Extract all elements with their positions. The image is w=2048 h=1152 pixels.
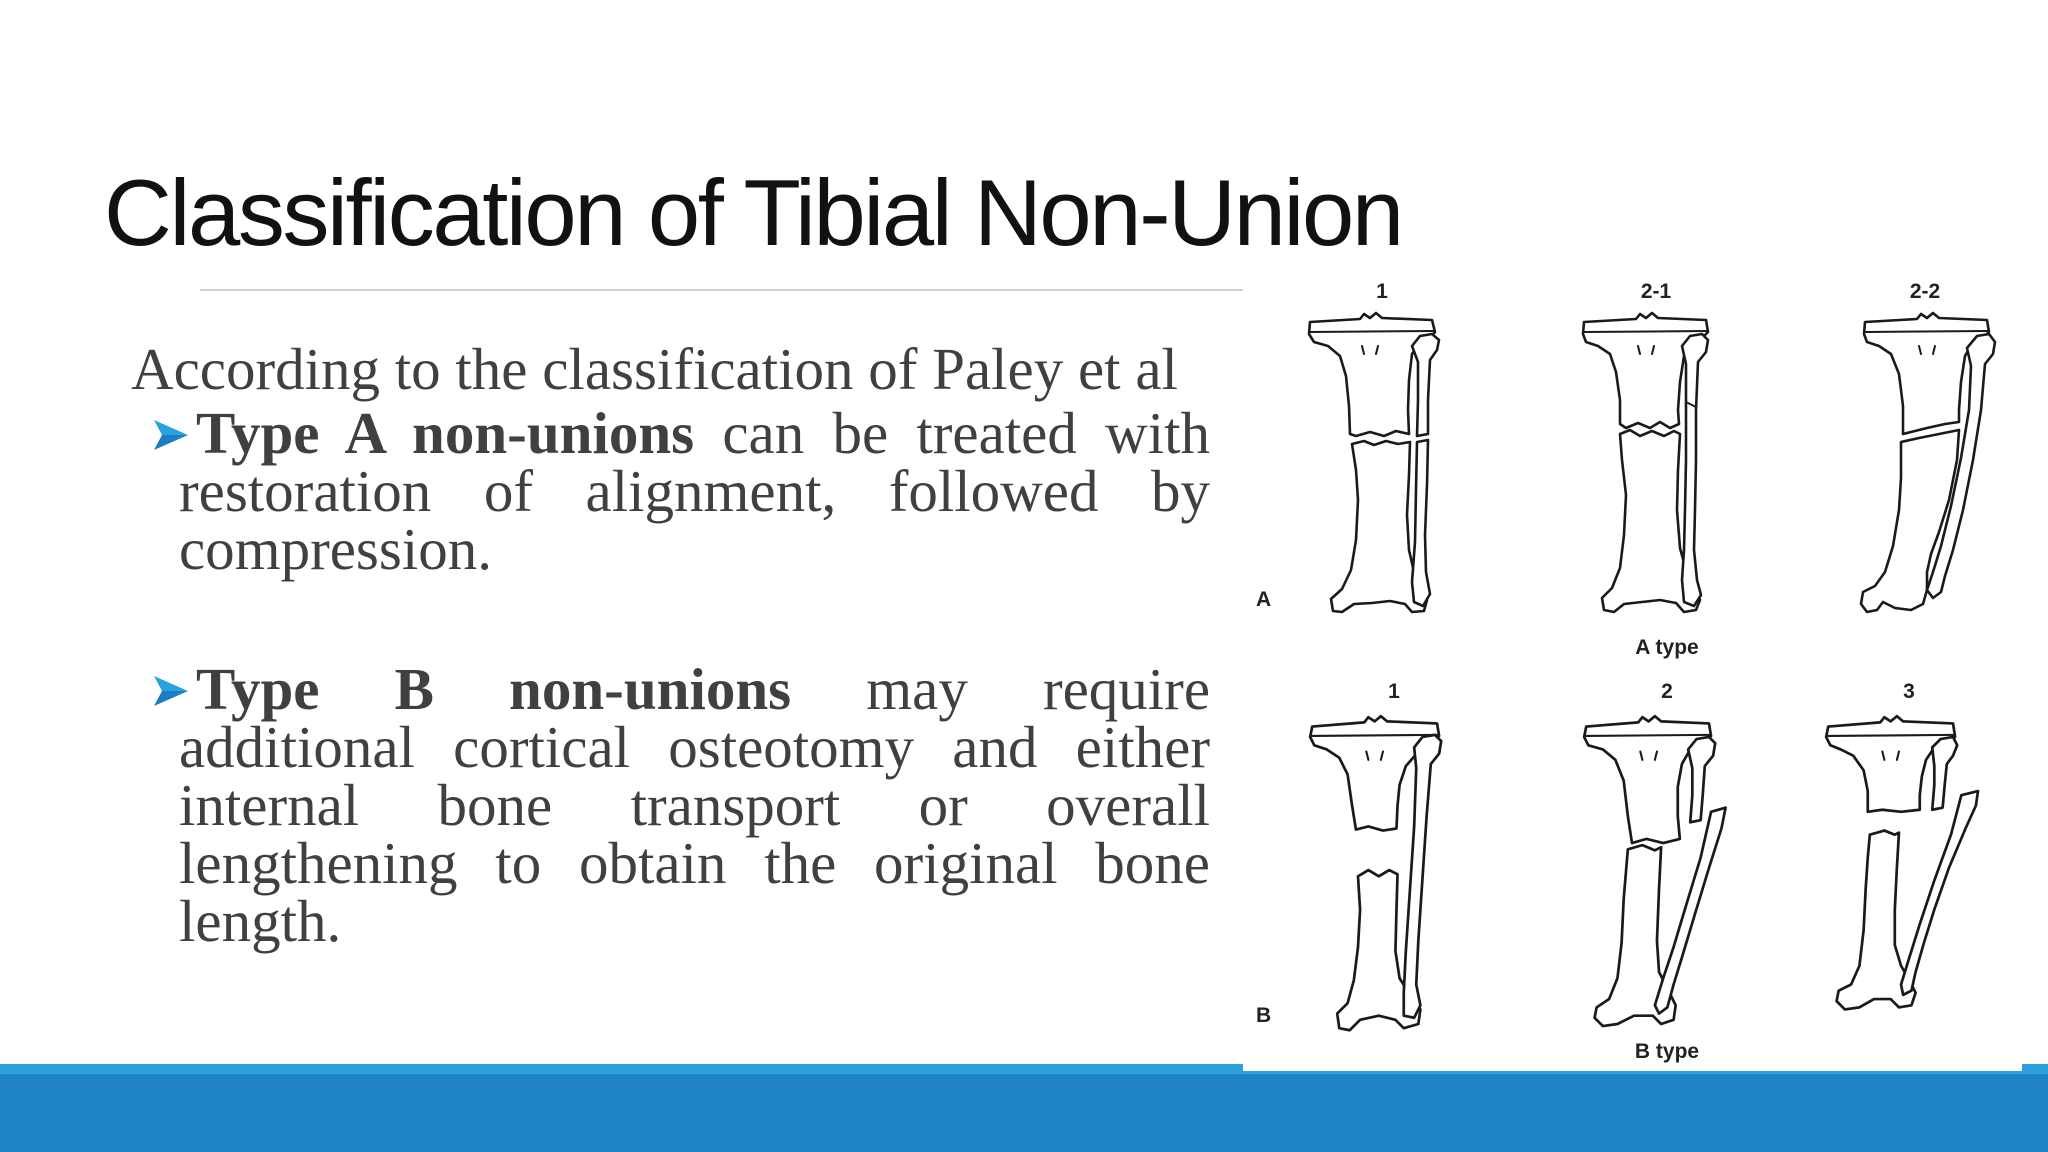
- tibia-proximal-fragment: [1308, 714, 1441, 832]
- footer-bar: [0, 1074, 2048, 1152]
- tibia-distal-fragment: [1600, 428, 1702, 614]
- fibula-proximal: [1686, 735, 1717, 824]
- tibia-proximal-fragment: [1582, 714, 1713, 845]
- intro-text: According to the classification of Paley…: [131, 336, 1178, 402]
- tibia-drawing-a-1: [1307, 311, 1441, 614]
- bullet-text: may require additional cortical osteotom…: [179, 656, 1211, 954]
- tibia-distal-fragment: [1859, 428, 1961, 614]
- tibia-proximal-fragment: [1824, 714, 1957, 814]
- tibia-distal-fragment: [1329, 439, 1429, 614]
- arrow-bullet-icon: [154, 420, 188, 450]
- panel-label-b-1: 1: [1388, 680, 1400, 703]
- tibia-distal-fragment: [1593, 843, 1678, 1028]
- articular-surface-line: [1864, 330, 1989, 355]
- bullet-type-a: Type A non-unions can be treated with re…: [154, 404, 1210, 579]
- tibia-proximal-fragment: [1581, 311, 1710, 430]
- fibula-distal: [1653, 806, 1727, 1015]
- articular-surface-line: [1583, 330, 1708, 355]
- panel-label-b-3: 3: [1903, 680, 1915, 703]
- arrow-bullet-icon: [154, 676, 188, 706]
- tibial-nonunion-diagram: 1 2-1 2-2 A A type 1 2 3 B B type: [1256, 280, 1997, 1063]
- panel-label-a-1: 1: [1376, 280, 1388, 303]
- articular-surface-line: [1309, 330, 1435, 355]
- fibula: [1402, 733, 1443, 1020]
- fibula: [1680, 332, 1710, 608]
- tibia-distal-fragment: [1835, 829, 1917, 1011]
- tibia-distal-fragment: [1335, 868, 1422, 1032]
- fibula-proximal: [1930, 735, 1959, 812]
- bullet-term: Type B non-unions: [196, 656, 792, 722]
- bullet-text: can be treated with restoration of align…: [179, 400, 1210, 582]
- articular-surface-line: [1827, 733, 1956, 761]
- row-caption-a: A type: [1635, 636, 1698, 659]
- row-label-a: A: [1256, 588, 1271, 611]
- row-label-b: B: [1256, 1004, 1271, 1027]
- tibia-drawing-a-2-1: [1581, 311, 1710, 614]
- classification-figure: 1 2-1 2-2 A A type 1 2 3 B B type: [1243, 268, 2022, 1071]
- row-caption-b: B type: [1635, 1040, 1699, 1063]
- tibia-proximal-fragment: [1307, 311, 1437, 438]
- panel-label-a-2-2: 2-2: [1910, 280, 1940, 303]
- tibia-drawing-a-2-2: [1859, 311, 1997, 614]
- panel-label-a-2-1: 2-1: [1641, 280, 1672, 303]
- fibula-proximal: [1410, 332, 1441, 438]
- footer-stripe: [0, 1064, 2048, 1074]
- fibula-distal: [1899, 789, 1980, 997]
- tibia-drawing-b-3: [1824, 714, 1980, 1011]
- fibula-fracture-line: [1685, 401, 1697, 408]
- articular-surface-line: [1585, 733, 1712, 761]
- bullet-type-b: Type B non-unions may require additional…: [154, 660, 1210, 951]
- tibia-drawing-b-2: [1582, 714, 1727, 1028]
- fibula: [1925, 332, 1997, 600]
- panel-label-b-2: 2: [1661, 680, 1673, 703]
- title-divider: [200, 289, 1243, 291]
- tibia-proximal-fragment: [1862, 311, 1991, 436]
- tibia-drawing-b-1: [1308, 714, 1443, 1032]
- articular-surface-line: [1311, 733, 1440, 761]
- slide-title: Classification of Tibial Non-Union: [104, 160, 1404, 265]
- bullet-term: Type A non-unions: [196, 400, 695, 466]
- fibula-distal: [1410, 438, 1432, 608]
